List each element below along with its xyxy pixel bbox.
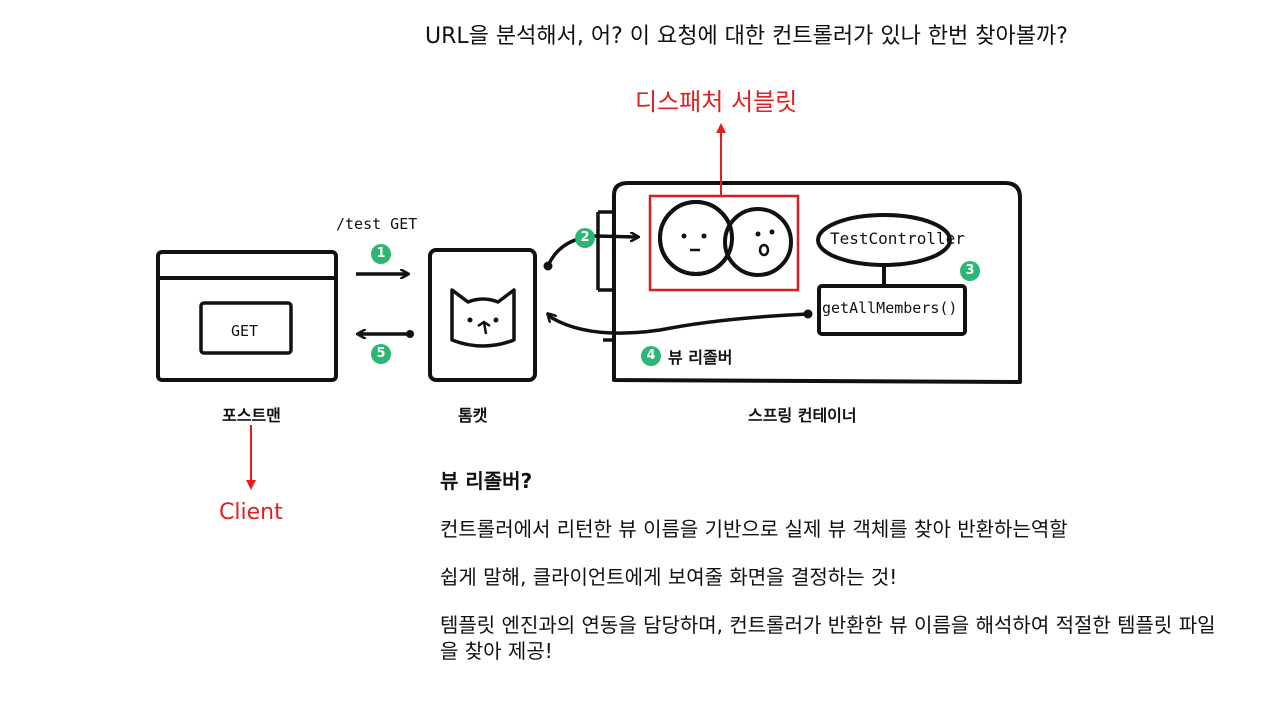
top-caption: URL을 분석해서, 어? 이 요청에 대한 컨트롤러가 있나 한번 찾아볼까? <box>425 24 1068 49</box>
explanation-line-1: 컨트롤러에서 리턴한 뷰 이름을 기반으로 실제 뷰 객체를 찾아 반환하는역할 <box>440 517 1068 541</box>
step-badge-4: 4 <box>641 346 661 366</box>
dispatcher-servlet-icon <box>658 200 793 277</box>
method-label: getAllMembers() <box>822 299 958 317</box>
view-resolver-label: 뷰 리졸버 <box>668 348 733 367</box>
tomcat-label: 톰캣 <box>458 406 488 425</box>
tomcat-box <box>428 248 537 382</box>
explanation-section: 뷰 리졸버? 컨트롤러에서 리턴한 뷰 이름을 기반으로 실제 뷰 객체를 찾아… <box>440 465 1240 686</box>
step-badge-1: 1 <box>371 244 391 264</box>
dispatch-arrow <box>546 236 638 267</box>
dispatcher-servlet-label: 디스패처 서블릿 <box>635 88 798 116</box>
spring-container-box <box>596 181 1022 384</box>
postman-label: 포스트맨 <box>222 406 281 425</box>
test-controller-label: TestController <box>830 229 965 248</box>
step-badge-3: 3 <box>960 261 980 281</box>
step-badge-5: 5 <box>371 344 391 364</box>
get-button-box <box>199 301 293 355</box>
postman-window <box>156 250 338 382</box>
client-label: Client <box>219 500 283 525</box>
step-badge-2: 2 <box>575 228 595 248</box>
dispatcher-highlight-box <box>648 194 800 292</box>
explanation-line-2: 쉽게 말해, 클라이언트에게 보여줄 화면을 결정하는 것! <box>440 565 898 589</box>
explanation-line-3: 템플릿 엔진과의 연동을 담당하며, 컨트롤러가 반환한 뷰 이름을 해석하여 … <box>440 613 1216 663</box>
cat-face-icon <box>450 288 516 348</box>
response-arrow-tail <box>406 330 414 338</box>
get-label: GET <box>231 322 259 340</box>
explanation-title: 뷰 리졸버? <box>440 469 533 493</box>
spring-container-label: 스프링 컨테이너 <box>748 406 857 425</box>
view-resolver-return-arrow <box>548 314 809 335</box>
request-label: /test GET <box>336 215 418 233</box>
method-box <box>817 284 967 336</box>
